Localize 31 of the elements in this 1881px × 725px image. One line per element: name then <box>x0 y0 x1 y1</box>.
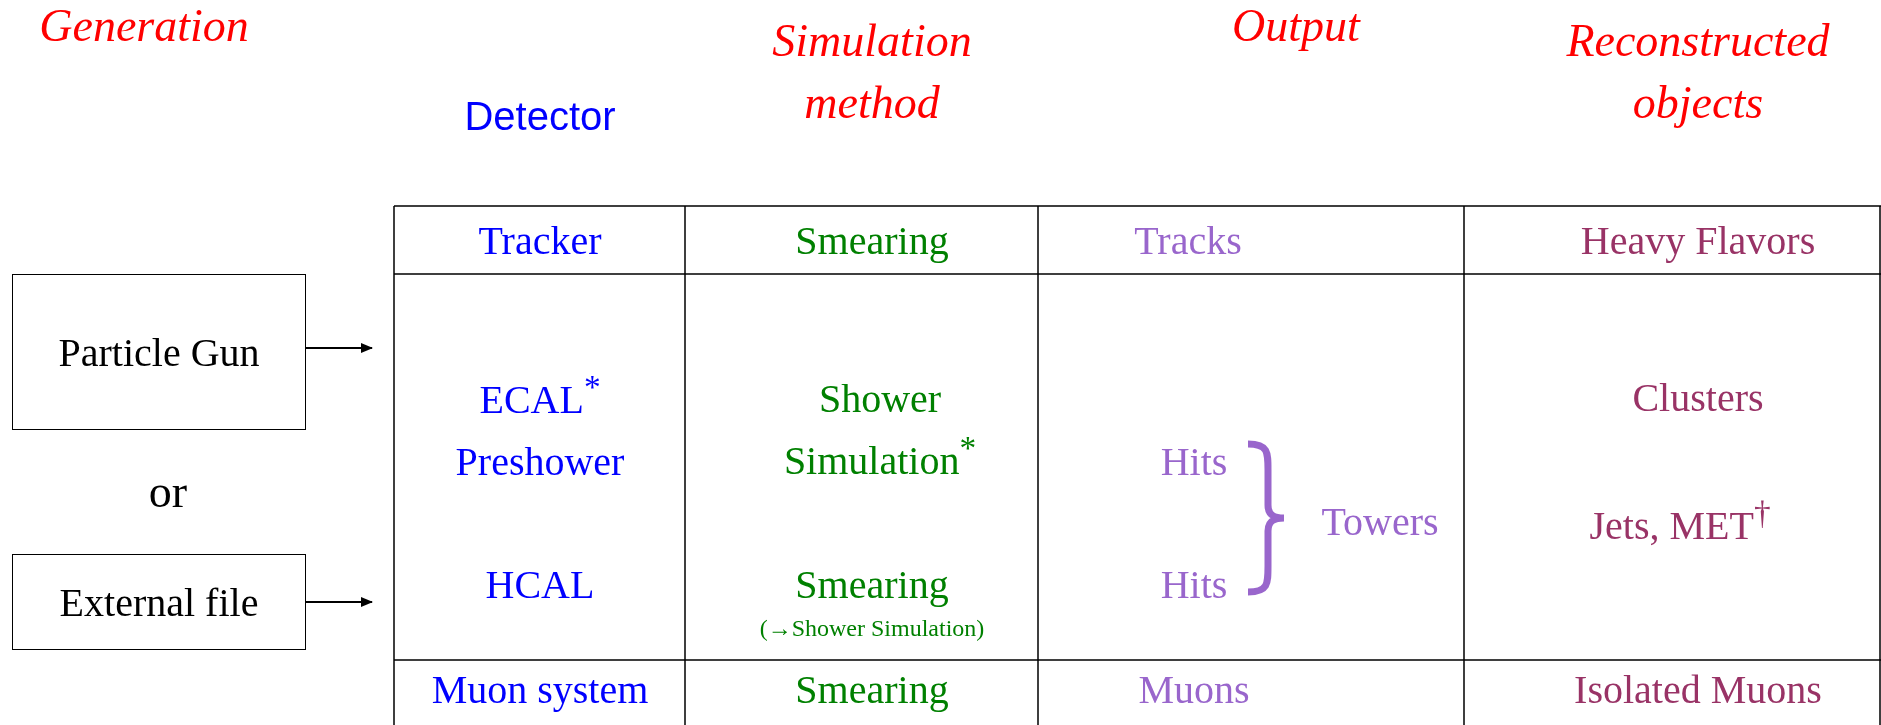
source-box <box>12 274 306 430</box>
box-label: Particle Gun <box>58 328 260 376</box>
box-label: External file <box>59 578 259 626</box>
connector-word: or <box>148 464 188 519</box>
column-heading: Reconstructed objects <box>1565 13 1831 130</box>
table-cell-text: Tracks <box>1134 217 1242 265</box>
table-cell-text: Smearing <box>795 666 949 714</box>
table-cell-text: Smearing <box>795 217 949 265</box>
table-cell-text: HCAL <box>485 561 595 609</box>
table-cell-text: Hits <box>1160 561 1228 609</box>
column-heading: Detector <box>464 93 616 140</box>
table-cell-text: Muon system <box>431 666 649 714</box>
table-cell-text: Smearing <box>795 561 949 609</box>
table-cell-text: Clusters <box>1632 374 1764 422</box>
table-note: (→Shower Simulation) <box>759 613 985 643</box>
arrow <box>305 343 373 353</box>
column-heading: Generation <box>39 0 249 53</box>
table-cell-text: Shower Simulation$^{*}$ <box>782 375 978 485</box>
column-heading: Simulation method <box>771 13 973 130</box>
table-cell-text: Tracker <box>478 217 602 265</box>
table-cell-text: Preshower <box>455 438 625 486</box>
table-cell-text: Isolated Muons <box>1574 666 1822 714</box>
column-heading: Output <box>1232 0 1360 53</box>
table-cell-text: Jets, MET$^{†}$ <box>1589 493 1771 550</box>
source-box <box>12 554 306 650</box>
table-cell-text: Muons <box>1138 666 1250 714</box>
table-cell-text: Heavy Flavors <box>1580 217 1816 265</box>
table-cell-text: Towers <box>1321 498 1439 546</box>
table-cell-text: ECAL$^{*}$ <box>479 367 601 424</box>
arrow <box>305 597 373 607</box>
table-cell-text: Hits <box>1160 438 1228 486</box>
